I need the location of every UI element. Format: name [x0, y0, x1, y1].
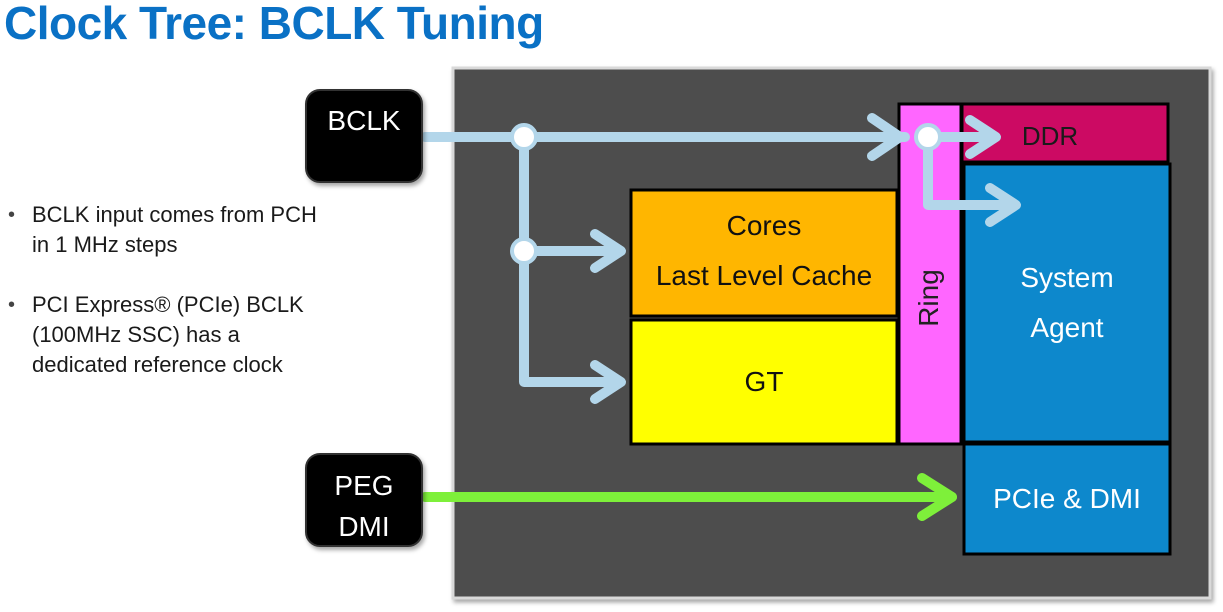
bclk-trunk-line [519, 132, 625, 387]
bclk-arrowhead-ddr [965, 115, 1001, 159]
bullet-line: (100MHz SSC) has a [32, 322, 240, 347]
bclk-arrowhead-gt [590, 360, 626, 404]
bclk-clock-arrows [420, 113, 1021, 404]
pcie-dmi-block: PCIe & DMI [962, 442, 1172, 556]
cores-llc-block: Cores Last Level Cache [629, 188, 899, 318]
peg-dmi-input-box: PEG DMI [305, 453, 423, 547]
bclk-arrowhead-system-agent [985, 183, 1021, 227]
llc-label: Last Level Cache [656, 260, 872, 291]
dmi-label: DMI [338, 511, 389, 542]
gt-label: GT [745, 366, 784, 397]
system-agent-label-1: System [1020, 262, 1113, 293]
junction-node [914, 123, 942, 151]
bclk-arrowhead-cores [590, 229, 626, 273]
bullet-line: PCI Express® (PCIe) BCLK [32, 292, 304, 317]
gt-block: GT [629, 318, 899, 446]
bullet-list: BCLK input comes from PCH in 1 MHz steps… [8, 200, 408, 410]
bullet-line: dedicated reference clock [32, 352, 283, 377]
bullet-line: BCLK input comes from PCH [32, 202, 317, 227]
peg-label: PEG [334, 470, 393, 501]
system-agent-block: System Agent [962, 162, 1172, 444]
junction-node [510, 123, 538, 151]
ring-block: Ring [897, 102, 963, 446]
bclk-arrowhead-ring [867, 113, 905, 161]
clock-junctions [510, 123, 942, 265]
bullet-item-pcie-bclk: PCI Express® (PCIe) BCLK (100MHz SSC) ha… [8, 290, 408, 380]
page-title: Clock Tree: BCLK Tuning [4, 0, 544, 49]
bclk-input-box: BCLK [305, 89, 423, 183]
peg-dmi-arrow [420, 473, 957, 521]
bullet-item-bclk-input: BCLK input comes from PCH in 1 MHz steps [8, 200, 408, 260]
peg-dmi-arrowhead [917, 473, 957, 521]
bclk-label: BCLK [327, 105, 400, 136]
ring-label: Ring [913, 269, 944, 327]
bclk-branch-system-agent [923, 132, 1020, 210]
system-agent-label-2: Agent [1030, 312, 1103, 343]
bullet-line: in 1 MHz steps [32, 232, 178, 257]
ddr-label: DDR [1022, 121, 1078, 151]
cores-label: Cores [727, 210, 802, 241]
junction-node [510, 237, 538, 265]
pcie-dmi-label: PCIe & DMI [993, 483, 1141, 514]
